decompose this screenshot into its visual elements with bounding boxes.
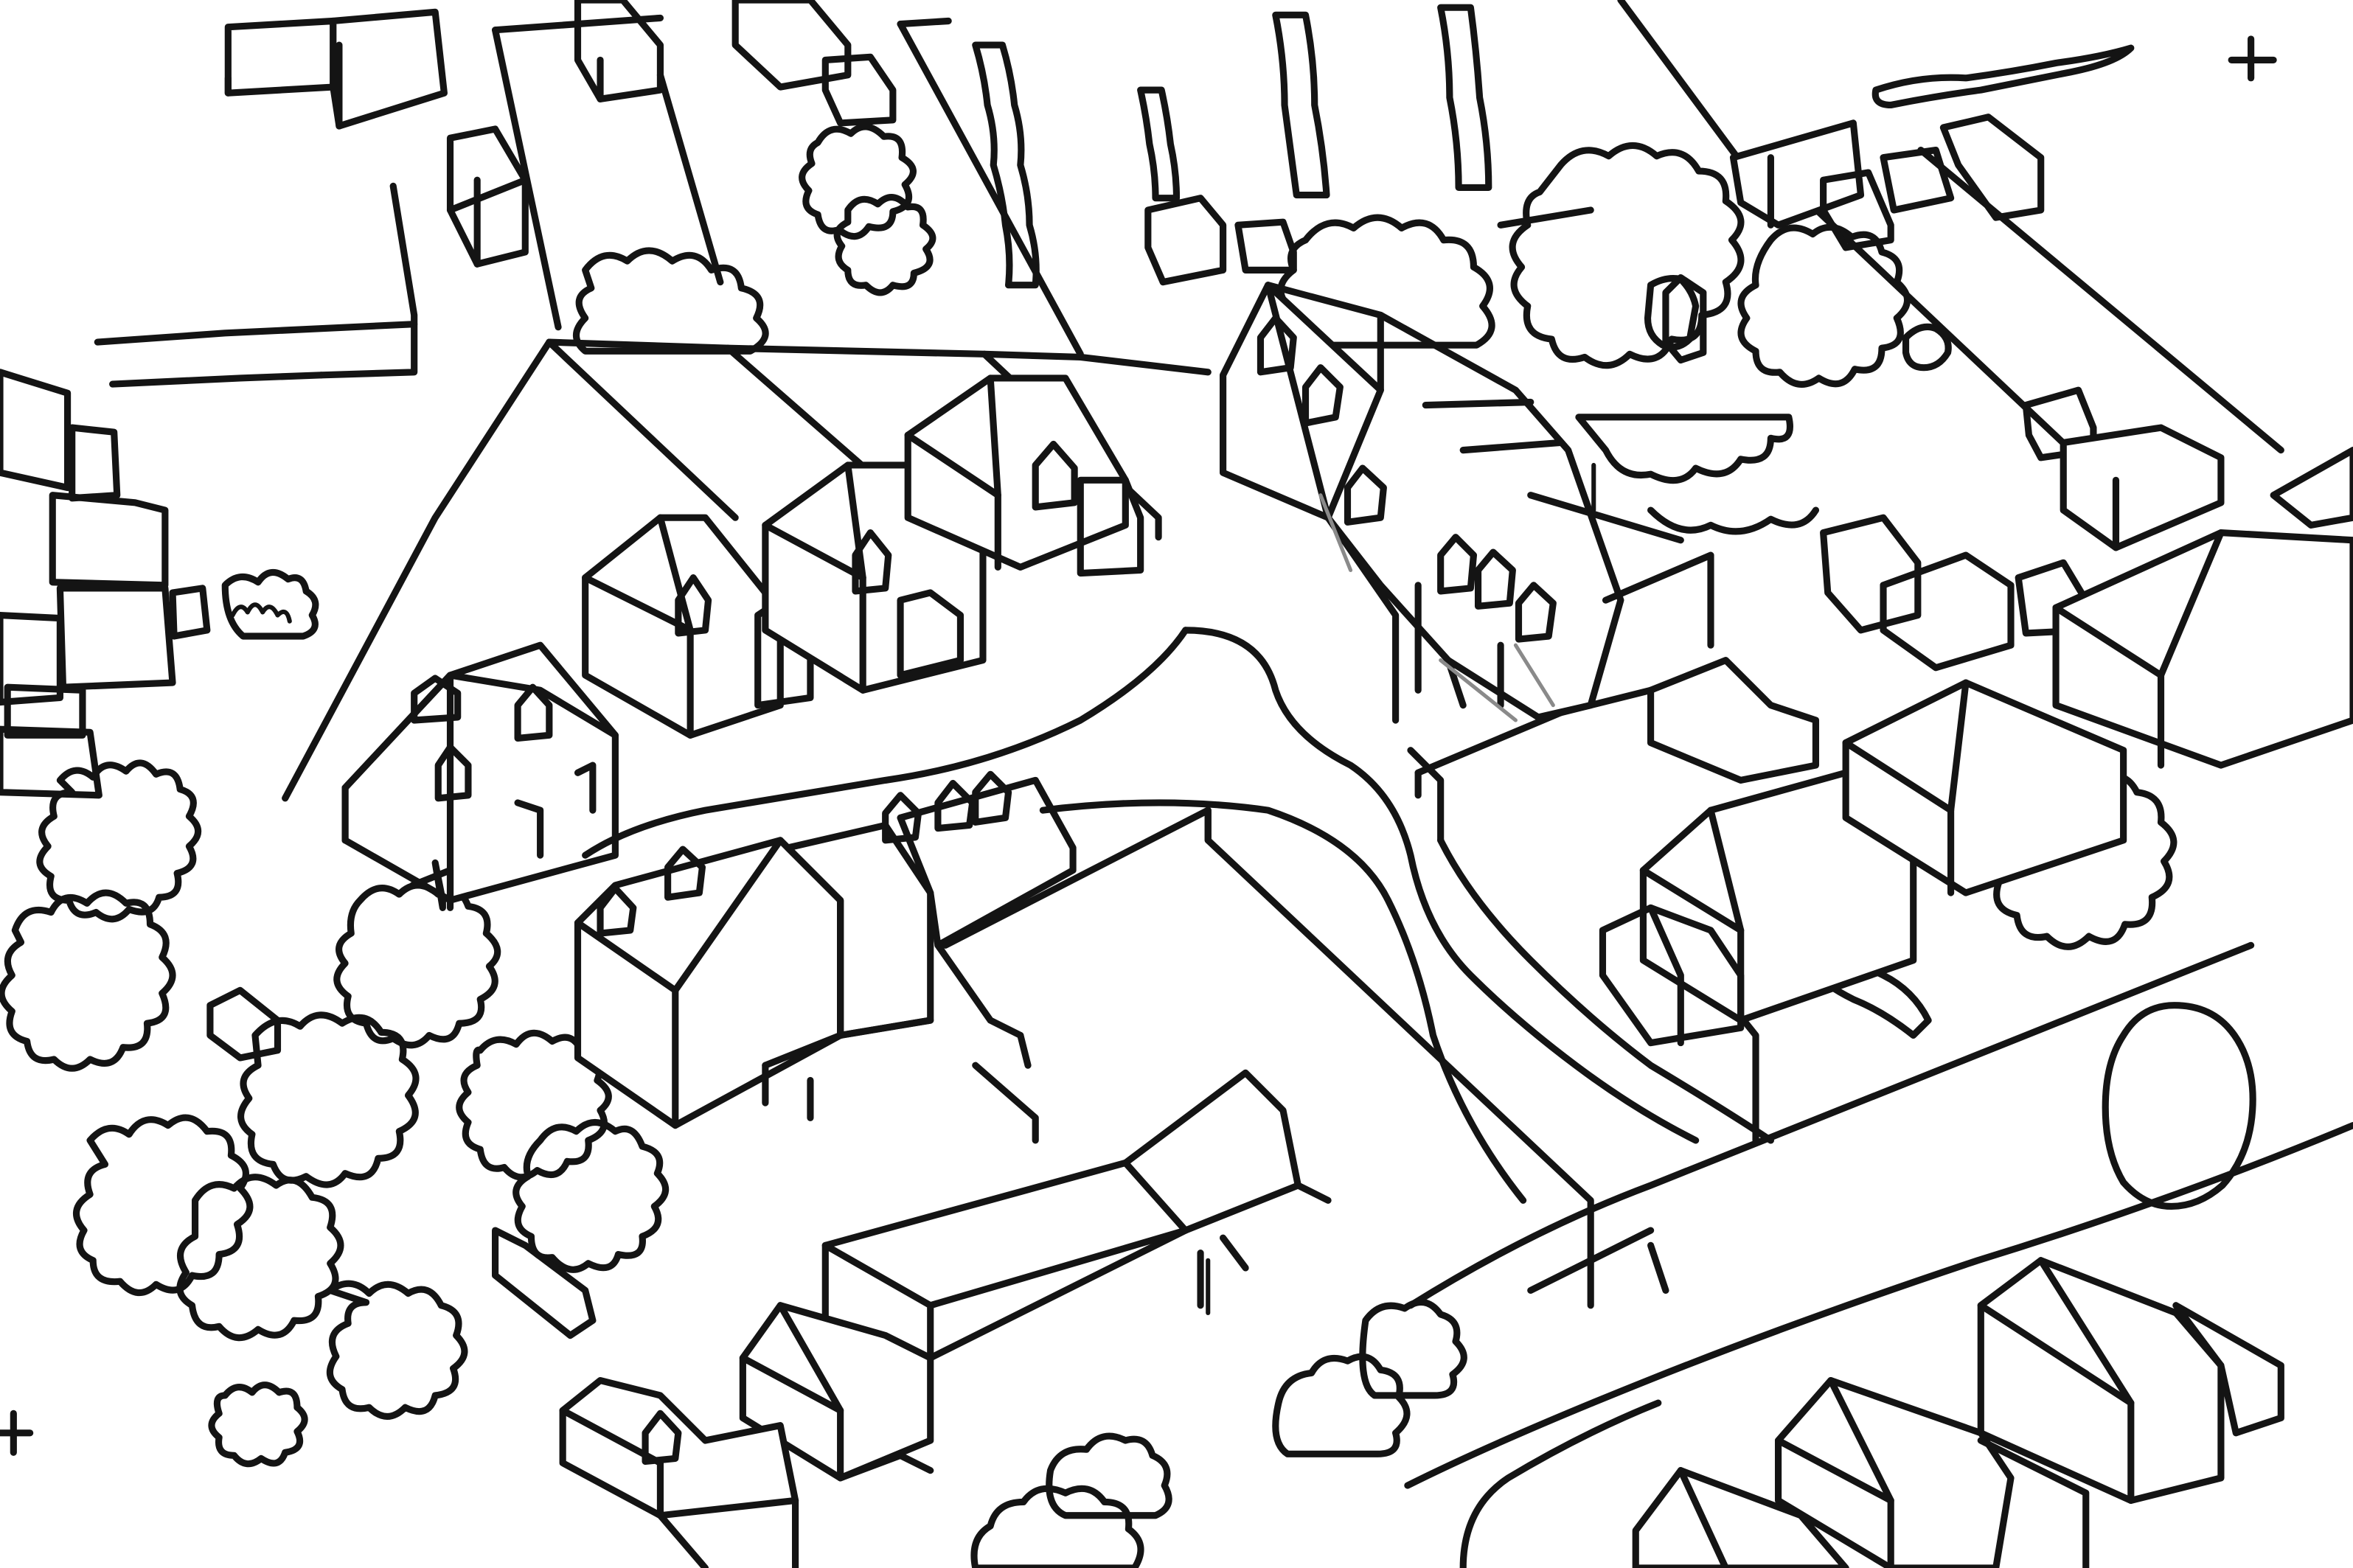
- building-west-cluster: [0, 369, 211, 799]
- house-row-north: [341, 374, 1144, 904]
- construction-lines: [1318, 493, 1555, 722]
- top-right-crosshair-icon: [2228, 35, 2277, 82]
- tree-canopy-south: [221, 568, 1467, 1568]
- block-south-barn: [559, 1069, 1332, 1568]
- tree-canopy-north: [572, 4, 2135, 388]
- road-network: [582, 627, 2353, 1568]
- houses-southeast: [1414, 529, 2353, 1568]
- small-details: [206, 195, 1707, 1339]
- building-nw-outbuildings: [224, 0, 897, 268]
- terrace-south-middle: [574, 770, 1594, 1309]
- tree-canopy-west: [0, 759, 468, 1468]
- bottom-left-crosshair-icon: [0, 1410, 34, 1456]
- houses-east: [1729, 114, 2353, 672]
- terrace-northeast: [1220, 282, 1714, 724]
